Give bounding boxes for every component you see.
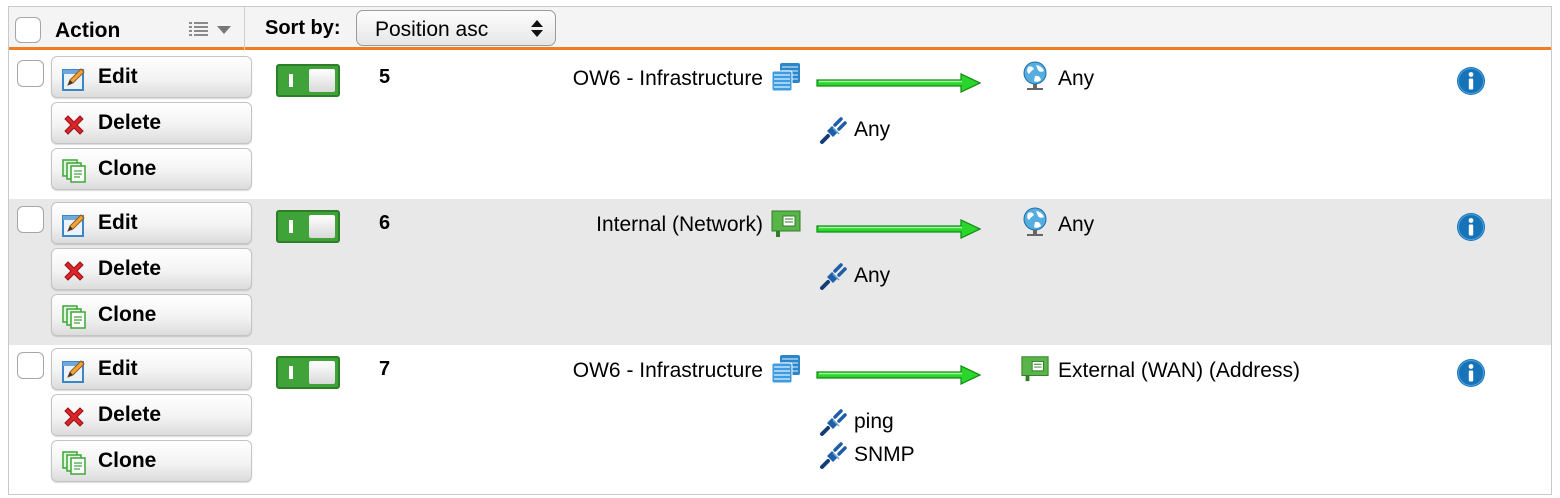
network-card-icon (1020, 353, 1050, 383)
toggle-on-indicator (289, 74, 293, 87)
delete-button[interactable]: Delete (51, 102, 252, 144)
clone-button[interactable]: Clone (51, 440, 252, 482)
edit-button-label: Edit (98, 65, 138, 88)
delete-button[interactable]: Delete (51, 248, 252, 290)
clone-button-label: Clone (98, 449, 157, 472)
globe-icon (1020, 61, 1050, 91)
delete-button-label: Delete (98, 403, 162, 426)
info-icon[interactable] (1456, 212, 1486, 242)
edit-button[interactable]: Edit (51, 56, 252, 98)
rule-destination[interactable]: Any (1058, 213, 1095, 236)
clone-button[interactable]: Clone (51, 294, 252, 336)
service-label: ping (854, 410, 894, 433)
edit-icon (62, 213, 86, 237)
row-checkbox[interactable] (17, 206, 44, 233)
delete-icon (62, 405, 86, 429)
select-arrows-icon (531, 19, 543, 39)
globe-icon (1020, 207, 1050, 237)
table-row: Edit Delete Clone 7 OW6 - Infrastructure… (9, 345, 1551, 491)
flow-arrow-icon (816, 365, 981, 385)
plug-icon (819, 117, 847, 145)
plug-icon (819, 263, 847, 291)
delete-button-label: Delete (98, 257, 162, 280)
enabled-toggle[interactable] (276, 356, 340, 389)
edit-button[interactable]: Edit (51, 202, 252, 244)
row-checkbox[interactable] (17, 60, 44, 87)
plug-icon (819, 442, 847, 470)
delete-icon (62, 259, 86, 283)
row-checkbox[interactable] (17, 352, 44, 379)
select-all-checkbox[interactable] (15, 17, 41, 43)
info-icon[interactable] (1456, 66, 1486, 96)
toggle-knob (309, 215, 335, 238)
toggle-knob (309, 361, 335, 384)
clone-icon (62, 305, 86, 329)
flow-arrow-icon (816, 219, 981, 239)
enabled-toggle[interactable] (276, 210, 340, 243)
info-icon[interactable] (1456, 358, 1486, 388)
service-label: Any (854, 118, 891, 141)
edit-icon (62, 67, 86, 91)
table-row: Edit Delete Clone 6 Internal (Network) A… (9, 199, 1551, 345)
chevron-down-icon (217, 26, 231, 34)
clone-button-label: Clone (98, 303, 157, 326)
clone-button[interactable]: Clone (51, 148, 252, 190)
enabled-toggle[interactable] (276, 64, 340, 97)
server-group-icon (770, 353, 802, 385)
clone-icon (62, 451, 86, 475)
table-row: Edit Delete Clone 5 OW6 - Infrastructure… (9, 53, 1551, 199)
toggle-on-indicator (289, 366, 293, 379)
service-label: Any (854, 264, 891, 287)
edit-button-label: Edit (98, 357, 138, 380)
delete-button-label: Delete (98, 111, 162, 134)
plug-icon (819, 409, 847, 437)
rule-position: 6 (379, 212, 391, 234)
sort-label: Sort by: (265, 17, 341, 39)
rule-destination[interactable]: Any (1058, 67, 1095, 90)
list-icon (189, 22, 208, 36)
rules-table: Action Sort by: Position asc Edit (8, 6, 1552, 495)
clone-icon (62, 159, 86, 183)
toggle-on-indicator (289, 220, 293, 233)
clone-button-label: Clone (98, 157, 157, 180)
action-column-header: Action (9, 7, 245, 50)
delete-icon (62, 113, 86, 137)
delete-button[interactable]: Delete (51, 394, 252, 436)
table-header: Action Sort by: Position asc (9, 7, 1551, 50)
rule-source[interactable]: Internal (Network) (596, 213, 763, 236)
rule-source[interactable]: OW6 - Infrastructure (572, 359, 763, 382)
service-label: SNMP (854, 443, 915, 466)
rule-source[interactable]: OW6 - Infrastructure (572, 67, 763, 90)
edit-button-label: Edit (98, 211, 138, 234)
edit-button[interactable]: Edit (51, 348, 252, 390)
network-card-icon (770, 207, 802, 239)
rule-destination[interactable]: External (WAN) (Address) (1058, 359, 1300, 382)
sort-select-value: Position asc (375, 18, 489, 41)
sort-select[interactable]: Position asc (356, 10, 556, 46)
flow-arrow-icon (816, 73, 981, 93)
rule-position: 5 (379, 66, 391, 88)
rule-position: 7 (379, 358, 391, 380)
column-options-menu[interactable] (189, 21, 233, 39)
action-column-title: Action (55, 19, 121, 42)
server-group-icon (770, 61, 802, 93)
toggle-knob (309, 69, 335, 92)
edit-icon (62, 359, 86, 383)
